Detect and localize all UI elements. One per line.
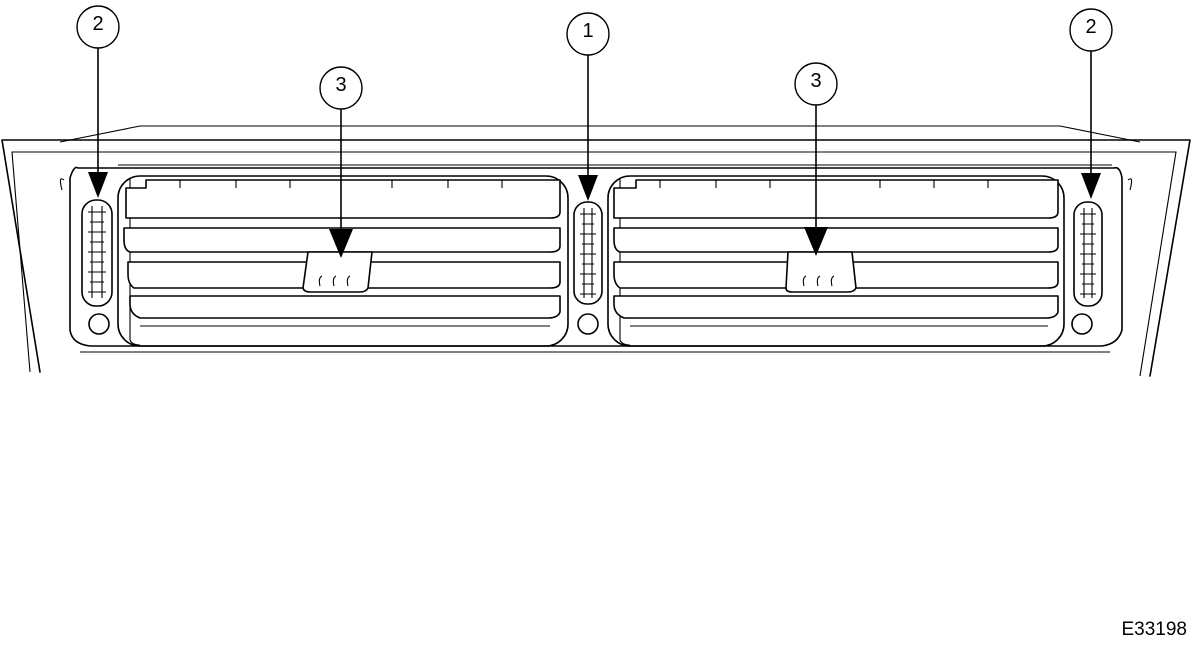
callout-label: 3	[810, 70, 821, 92]
left-vent	[117, 175, 569, 347]
right-vent-adjuster-tab	[785, 251, 857, 293]
figure-reference-code: E33198	[1121, 619, 1187, 640]
right-thumbwheel	[1071, 201, 1103, 335]
callout-2-right: 2	[1069, 8, 1113, 199]
vent-housing	[59, 164, 1133, 353]
callout-label: 2	[1085, 16, 1096, 38]
left-vent-adjuster-tab	[302, 251, 373, 293]
callout-label: 2	[92, 13, 103, 35]
callout-3-left: 3	[319, 66, 363, 258]
left-thumbwheel	[81, 199, 113, 335]
callout-2-left: 2	[76, 5, 120, 198]
callout-label: 3	[335, 74, 346, 96]
callout-3-right: 3	[794, 62, 838, 256]
callout-1-center: 1	[566, 12, 610, 201]
center-thumbwheel	[573, 201, 603, 335]
left-vent-louvres	[123, 179, 561, 327]
dashboard-panel	[1, 125, 1191, 377]
callout-label: 1	[582, 20, 593, 42]
right-vent	[607, 175, 1065, 347]
